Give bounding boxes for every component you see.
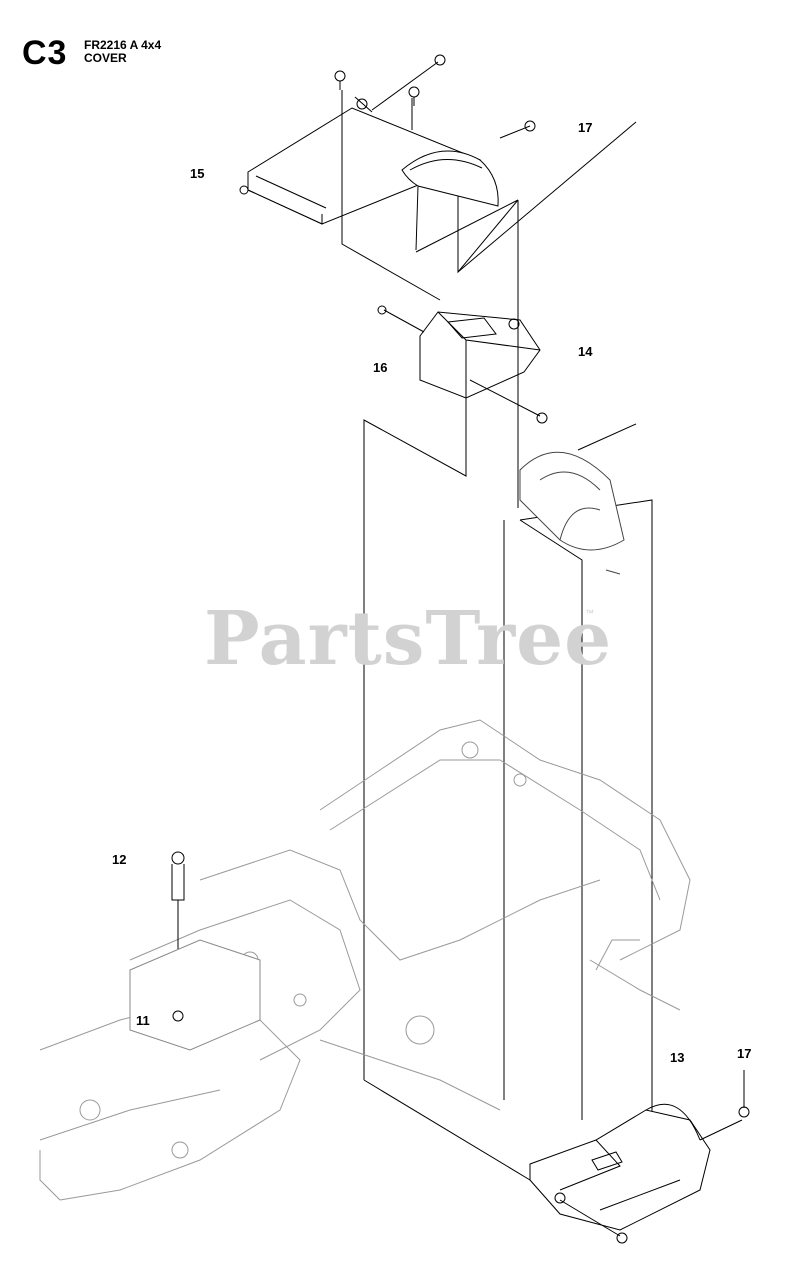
- part-17-shell-cover[interactable]: [401, 150, 499, 251]
- callout-11[interactable]: 11: [136, 1013, 150, 1028]
- screw-top-4[interactable]: [524, 120, 536, 132]
- watermark-trademark: ™: [585, 608, 594, 618]
- screw-14[interactable]: [536, 412, 548, 424]
- screw-top-3[interactable]: [434, 54, 446, 66]
- screw-top-2[interactable]: [408, 86, 420, 106]
- screw-lower-1[interactable]: [554, 1192, 566, 1204]
- callout-12[interactable]: 12: [112, 852, 127, 867]
- callout-17-lower[interactable]: 17: [737, 1046, 752, 1061]
- callout-13[interactable]: 13: [670, 1050, 685, 1065]
- part-13-lower-cover[interactable]: [529, 1103, 711, 1231]
- screw-16[interactable]: [377, 305, 387, 315]
- callout-17-top[interactable]: 17: [578, 120, 593, 135]
- model-number: FR2216 A 4x4: [84, 38, 162, 52]
- callout-16[interactable]: 16: [373, 360, 388, 375]
- callout-15[interactable]: 15: [190, 166, 205, 181]
- part-15-top-cover[interactable]: [239, 96, 482, 225]
- cylinder-bracket[interactable]: [519, 451, 625, 575]
- part-14-middle-cover[interactable]: [419, 311, 541, 399]
- screw-top-1[interactable]: [334, 70, 346, 90]
- callout-14[interactable]: 14: [578, 344, 593, 359]
- watermark: PartsTree: [204, 596, 613, 682]
- model-title: FR2216 A 4x4 COVER: [84, 39, 161, 65]
- section-name: COVER: [84, 51, 127, 65]
- section-code: C3: [22, 34, 68, 72]
- part-11-bracket[interactable]: [129, 939, 261, 1051]
- screw-17-lower[interactable]: [738, 1106, 750, 1118]
- tractor-frame-outline: [39, 719, 691, 1201]
- screw-lower-2[interactable]: [616, 1232, 628, 1244]
